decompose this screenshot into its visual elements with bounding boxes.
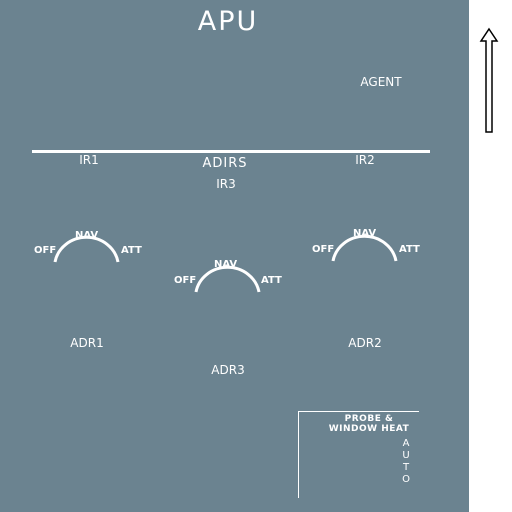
adr1-label: ADR1 — [70, 336, 104, 350]
selector-arc-icon — [53, 235, 120, 263]
ir1-att-label: ATT — [121, 245, 142, 256]
auto-letter: A — [402, 438, 410, 449]
adirs-divider-line — [32, 150, 430, 153]
ir2-nav-label: NAV — [353, 228, 377, 239]
ir2-label: IR2 — [355, 153, 375, 167]
ir2-mode-selector[interactable]: OFF NAV ATT — [300, 227, 430, 297]
ir2-off-label: OFF — [312, 244, 335, 255]
ir2-att-label: ATT — [399, 244, 420, 255]
auto-letter: T — [402, 462, 410, 473]
auto-letter: O — [402, 474, 410, 485]
ir3-mode-selector[interactable]: OFF NAV ATT — [163, 258, 293, 328]
up-arrow-icon[interactable] — [479, 27, 501, 135]
ir1-off-label: OFF — [34, 245, 57, 256]
probe-heat-auto-label: A U T O — [399, 438, 413, 486]
overhead-panel: APU AGENT IR1 ADIRS IR2 IR3 OFF NAV ATT … — [0, 0, 469, 512]
auto-letter: U — [402, 450, 410, 461]
adr3-label: ADR3 — [211, 363, 245, 377]
ir1-mode-selector[interactable]: OFF NAV ATT — [22, 228, 152, 298]
probe-window-heat-section: PROBE & WINDOW HEAT A U T O — [298, 411, 419, 498]
agent-label: AGENT — [360, 75, 402, 89]
ir3-att-label: ATT — [261, 275, 282, 286]
ir1-label: IR1 — [79, 153, 99, 167]
selector-arc-icon — [194, 265, 261, 293]
ir3-nav-label: NAV — [214, 259, 238, 270]
apu-title: APU — [197, 6, 259, 37]
adr2-label: ADR2 — [348, 336, 382, 350]
probe-window-heat-title: PROBE & WINDOW HEAT — [328, 414, 410, 434]
ir3-label: IR3 — [216, 177, 236, 191]
ir1-nav-label: NAV — [75, 230, 99, 241]
adirs-label: ADIRS — [202, 156, 248, 171]
selector-arc-icon — [331, 234, 398, 262]
ir3-off-label: OFF — [174, 275, 197, 286]
